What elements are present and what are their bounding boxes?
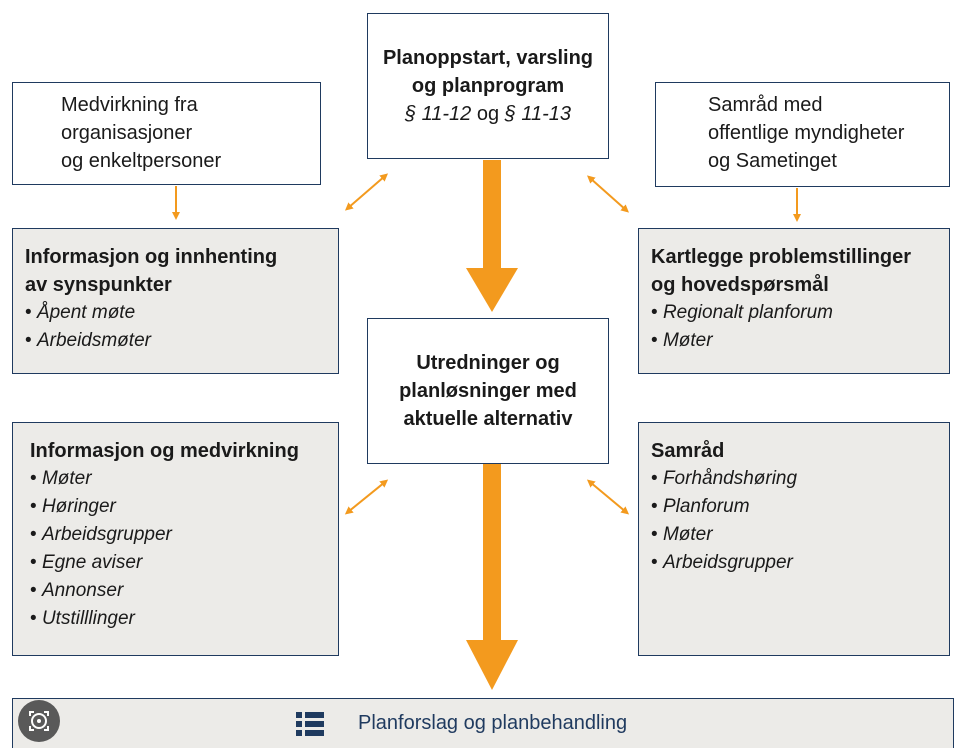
right-top-box: Samråd med offentlige myndigheter og Sam… <box>655 82 950 187</box>
main-down-arrow-1 <box>466 160 518 312</box>
ref-join: og <box>476 103 500 125</box>
right-mid-box: Kartlegge problemstillinger og hovedspør… <box>638 228 950 374</box>
double-arrow-top-left <box>344 173 389 211</box>
right-top-line2: offentlige myndigheter <box>708 122 905 144</box>
right-low-box: Samråd Forhåndshøring Planforum Møter Ar… <box>638 422 950 656</box>
left-mid-list: Åpent møte Arbeidsmøter <box>25 299 338 355</box>
right-mid-title-2: og hovedspørsmål <box>651 274 829 296</box>
list-item: Åpent møte <box>25 299 338 327</box>
bottom-bar <box>12 698 954 748</box>
bottom-label: Planforslag og planbehandling <box>358 712 628 734</box>
list-item: Møter <box>30 465 338 493</box>
left-top-box: Medvirkning fra organisasjoner og enkelt… <box>12 82 321 185</box>
list-item: Utstilllinger <box>30 605 338 633</box>
double-arrow-low-right <box>586 479 630 515</box>
list-item: Møter <box>651 327 949 355</box>
center-box: Utredninger og planløsninger med aktuell… <box>367 318 609 464</box>
list-item: Arbeidsgrupper <box>651 549 949 577</box>
left-mid-box: Informasjon og innhenting av synspunkter… <box>12 228 339 374</box>
left-top-line1: Medvirkning fra <box>61 94 198 116</box>
right-low-title: Samråd <box>651 440 725 462</box>
list-item: Høringer <box>30 493 338 521</box>
left-top-line3: og enkeltpersoner <box>61 150 222 172</box>
list-item: Regionalt planforum <box>651 299 949 327</box>
lens-icon[interactable] <box>18 700 60 742</box>
list-item: Møter <box>651 521 949 549</box>
ref-11-12: § 11-12 <box>404 103 472 125</box>
left-low-list: Møter Høringer Arbeidsgrupper Egne avise… <box>30 465 338 633</box>
right-mid-title-1: Kartlegge problemstillinger <box>651 246 912 268</box>
list-item: Planforum <box>651 493 949 521</box>
list-item: Annonser <box>30 577 338 605</box>
right-top-line3: og Sametinget <box>708 150 837 172</box>
double-arrow-top-right <box>587 175 629 213</box>
left-mid-title-2: av synspunkter <box>25 274 172 296</box>
left-low-box: Informasjon og medvirkning Møter Høringe… <box>12 422 339 656</box>
main-down-arrow-2 <box>466 462 518 690</box>
lens-icon-glyph <box>29 711 49 731</box>
list-item: Arbeidsgrupper <box>30 521 338 549</box>
top-box: Planoppstart, varsling og planprogram § … <box>367 13 609 159</box>
double-arrow-low-left <box>344 479 389 515</box>
top-box-line2: og planprogram <box>411 75 565 97</box>
left-mid-title-1: Informasjon og innhenting <box>25 246 278 268</box>
right-low-list: Forhåndshøring Planforum Møter Arbeidsgr… <box>651 465 949 577</box>
left-low-title: Informasjon og medvirkning <box>30 440 299 462</box>
list-item: Egne aviser <box>30 549 338 577</box>
ref-11-13: § 11-13 <box>504 103 572 125</box>
center-line2: planløsninger med <box>399 380 577 402</box>
list-icon <box>296 712 324 736</box>
list-item: Forhåndshøring <box>651 465 949 493</box>
right-mid-list: Regionalt planforum Møter <box>651 299 949 355</box>
top-box-line1: Planoppstart, varsling <box>382 47 594 69</box>
list-item: Arbeidsmøter <box>25 327 338 355</box>
center-line3: aktuelle alternativ <box>403 408 573 430</box>
top-box-refs: § 11-12 og § 11-13 <box>368 100 608 128</box>
center-line1: Utredninger og <box>416 352 560 374</box>
left-top-line2: organisasjoner <box>61 122 193 144</box>
right-top-line1: Samråd med <box>708 94 823 116</box>
